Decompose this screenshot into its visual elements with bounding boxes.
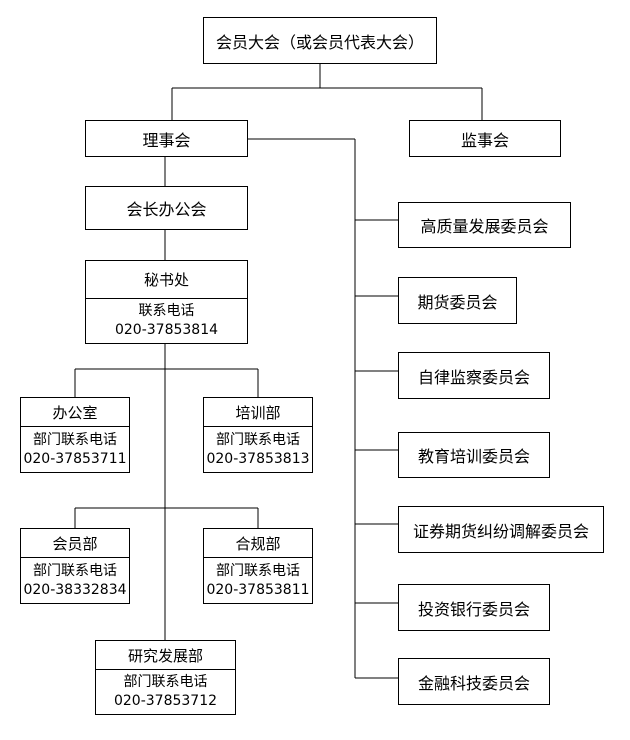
secretariat-phone: 020-37853814 bbox=[114, 322, 219, 338]
department-phone: 020-37853711 bbox=[23, 450, 127, 467]
president-office-label: 会长办公会 bbox=[126, 200, 207, 219]
department-title: 研究发展部 bbox=[96, 641, 235, 670]
department-contact: 部门联系电话 020-38332834 bbox=[21, 558, 129, 603]
secretariat-contact: 联系电话 020-37853814 bbox=[86, 299, 247, 343]
department-research: 研究发展部 部门联系电话 020-37853712 bbox=[95, 640, 236, 715]
supervisors-box: 监事会 bbox=[409, 120, 561, 157]
general-assembly-box: 会员大会（或会员代表大会） bbox=[203, 17, 437, 64]
committee-label: 教育培训委员会 bbox=[417, 447, 530, 466]
committee-dispute-mediation: 证券期货纠纷调解委员会 bbox=[398, 506, 604, 553]
committee-fintech: 金融科技委员会 bbox=[398, 658, 550, 705]
committee-futures: 期货委员会 bbox=[398, 277, 517, 324]
secretariat-box: 秘书处 联系电话 020-37853814 bbox=[85, 260, 248, 344]
committee-self-regulation: 自律监察委员会 bbox=[398, 352, 550, 399]
secretariat-title: 秘书处 bbox=[86, 261, 247, 299]
department-title-text: 办公室 bbox=[52, 403, 98, 422]
council-box: 理事会 bbox=[85, 120, 248, 157]
committee-label: 金融科技委员会 bbox=[417, 673, 530, 693]
department-phone-label: 部门联系电话 bbox=[216, 431, 300, 448]
department-contact: 部门联系电话 020-37853712 bbox=[96, 670, 235, 714]
department-office: 办公室 部门联系电话 020-37853711 bbox=[20, 397, 130, 473]
department-phone-label: 部门联系电话 bbox=[123, 674, 208, 690]
department-title-text: 合规部 bbox=[235, 534, 281, 553]
committee-label: 自律监察委员会 bbox=[417, 367, 530, 387]
committee-label: 高质量发展委员会 bbox=[420, 217, 549, 236]
committee-label: 期货委员会 bbox=[417, 292, 498, 312]
committee-investment-banking: 投资银行委员会 bbox=[398, 584, 550, 631]
department-phone: 020-38332834 bbox=[23, 581, 127, 598]
department-title: 会员部 bbox=[21, 529, 129, 558]
department-contact: 部门联系电话 020-37853811 bbox=[204, 558, 312, 603]
department-phone-label: 部门联系电话 bbox=[216, 562, 300, 579]
committee-high-quality: 高质量发展委员会 bbox=[398, 202, 571, 248]
department-contact: 部门联系电话 020-37853813 bbox=[204, 427, 312, 472]
secretariat-phone-label: 联系电话 bbox=[138, 303, 195, 319]
department-title: 办公室 bbox=[21, 398, 129, 427]
department-title-text: 会员部 bbox=[52, 534, 98, 553]
supervisors-label: 监事会 bbox=[460, 130, 509, 150]
general-assembly-label: 会员大会（或会员代表大会） bbox=[215, 32, 424, 52]
department-phone-label: 部门联系电话 bbox=[33, 431, 117, 448]
department-phone-label: 部门联系电话 bbox=[33, 562, 117, 579]
department-compliance: 合规部 部门联系电话 020-37853811 bbox=[203, 528, 313, 604]
committee-education: 教育培训委员会 bbox=[398, 432, 550, 478]
president-office-box: 会长办公会 bbox=[85, 186, 248, 230]
department-phone: 020-37853712 bbox=[113, 693, 218, 709]
department-membership: 会员部 部门联系电话 020-38332834 bbox=[20, 528, 130, 604]
committee-label: 证券期货纠纷调解委员会 bbox=[412, 521, 589, 541]
department-title-text: 培训部 bbox=[235, 403, 281, 422]
committee-label: 投资银行委员会 bbox=[417, 599, 530, 619]
secretariat-title-text: 秘书处 bbox=[143, 271, 189, 289]
department-phone: 020-37853811 bbox=[206, 581, 310, 598]
department-phone: 020-37853813 bbox=[206, 450, 310, 467]
department-title: 培训部 bbox=[204, 398, 312, 427]
department-contact: 部门联系电话 020-37853711 bbox=[21, 427, 129, 472]
department-training: 培训部 部门联系电话 020-37853813 bbox=[203, 397, 313, 473]
department-title-text: 研究发展部 bbox=[127, 646, 203, 665]
council-label: 理事会 bbox=[142, 130, 191, 150]
department-title: 合规部 bbox=[204, 529, 312, 558]
